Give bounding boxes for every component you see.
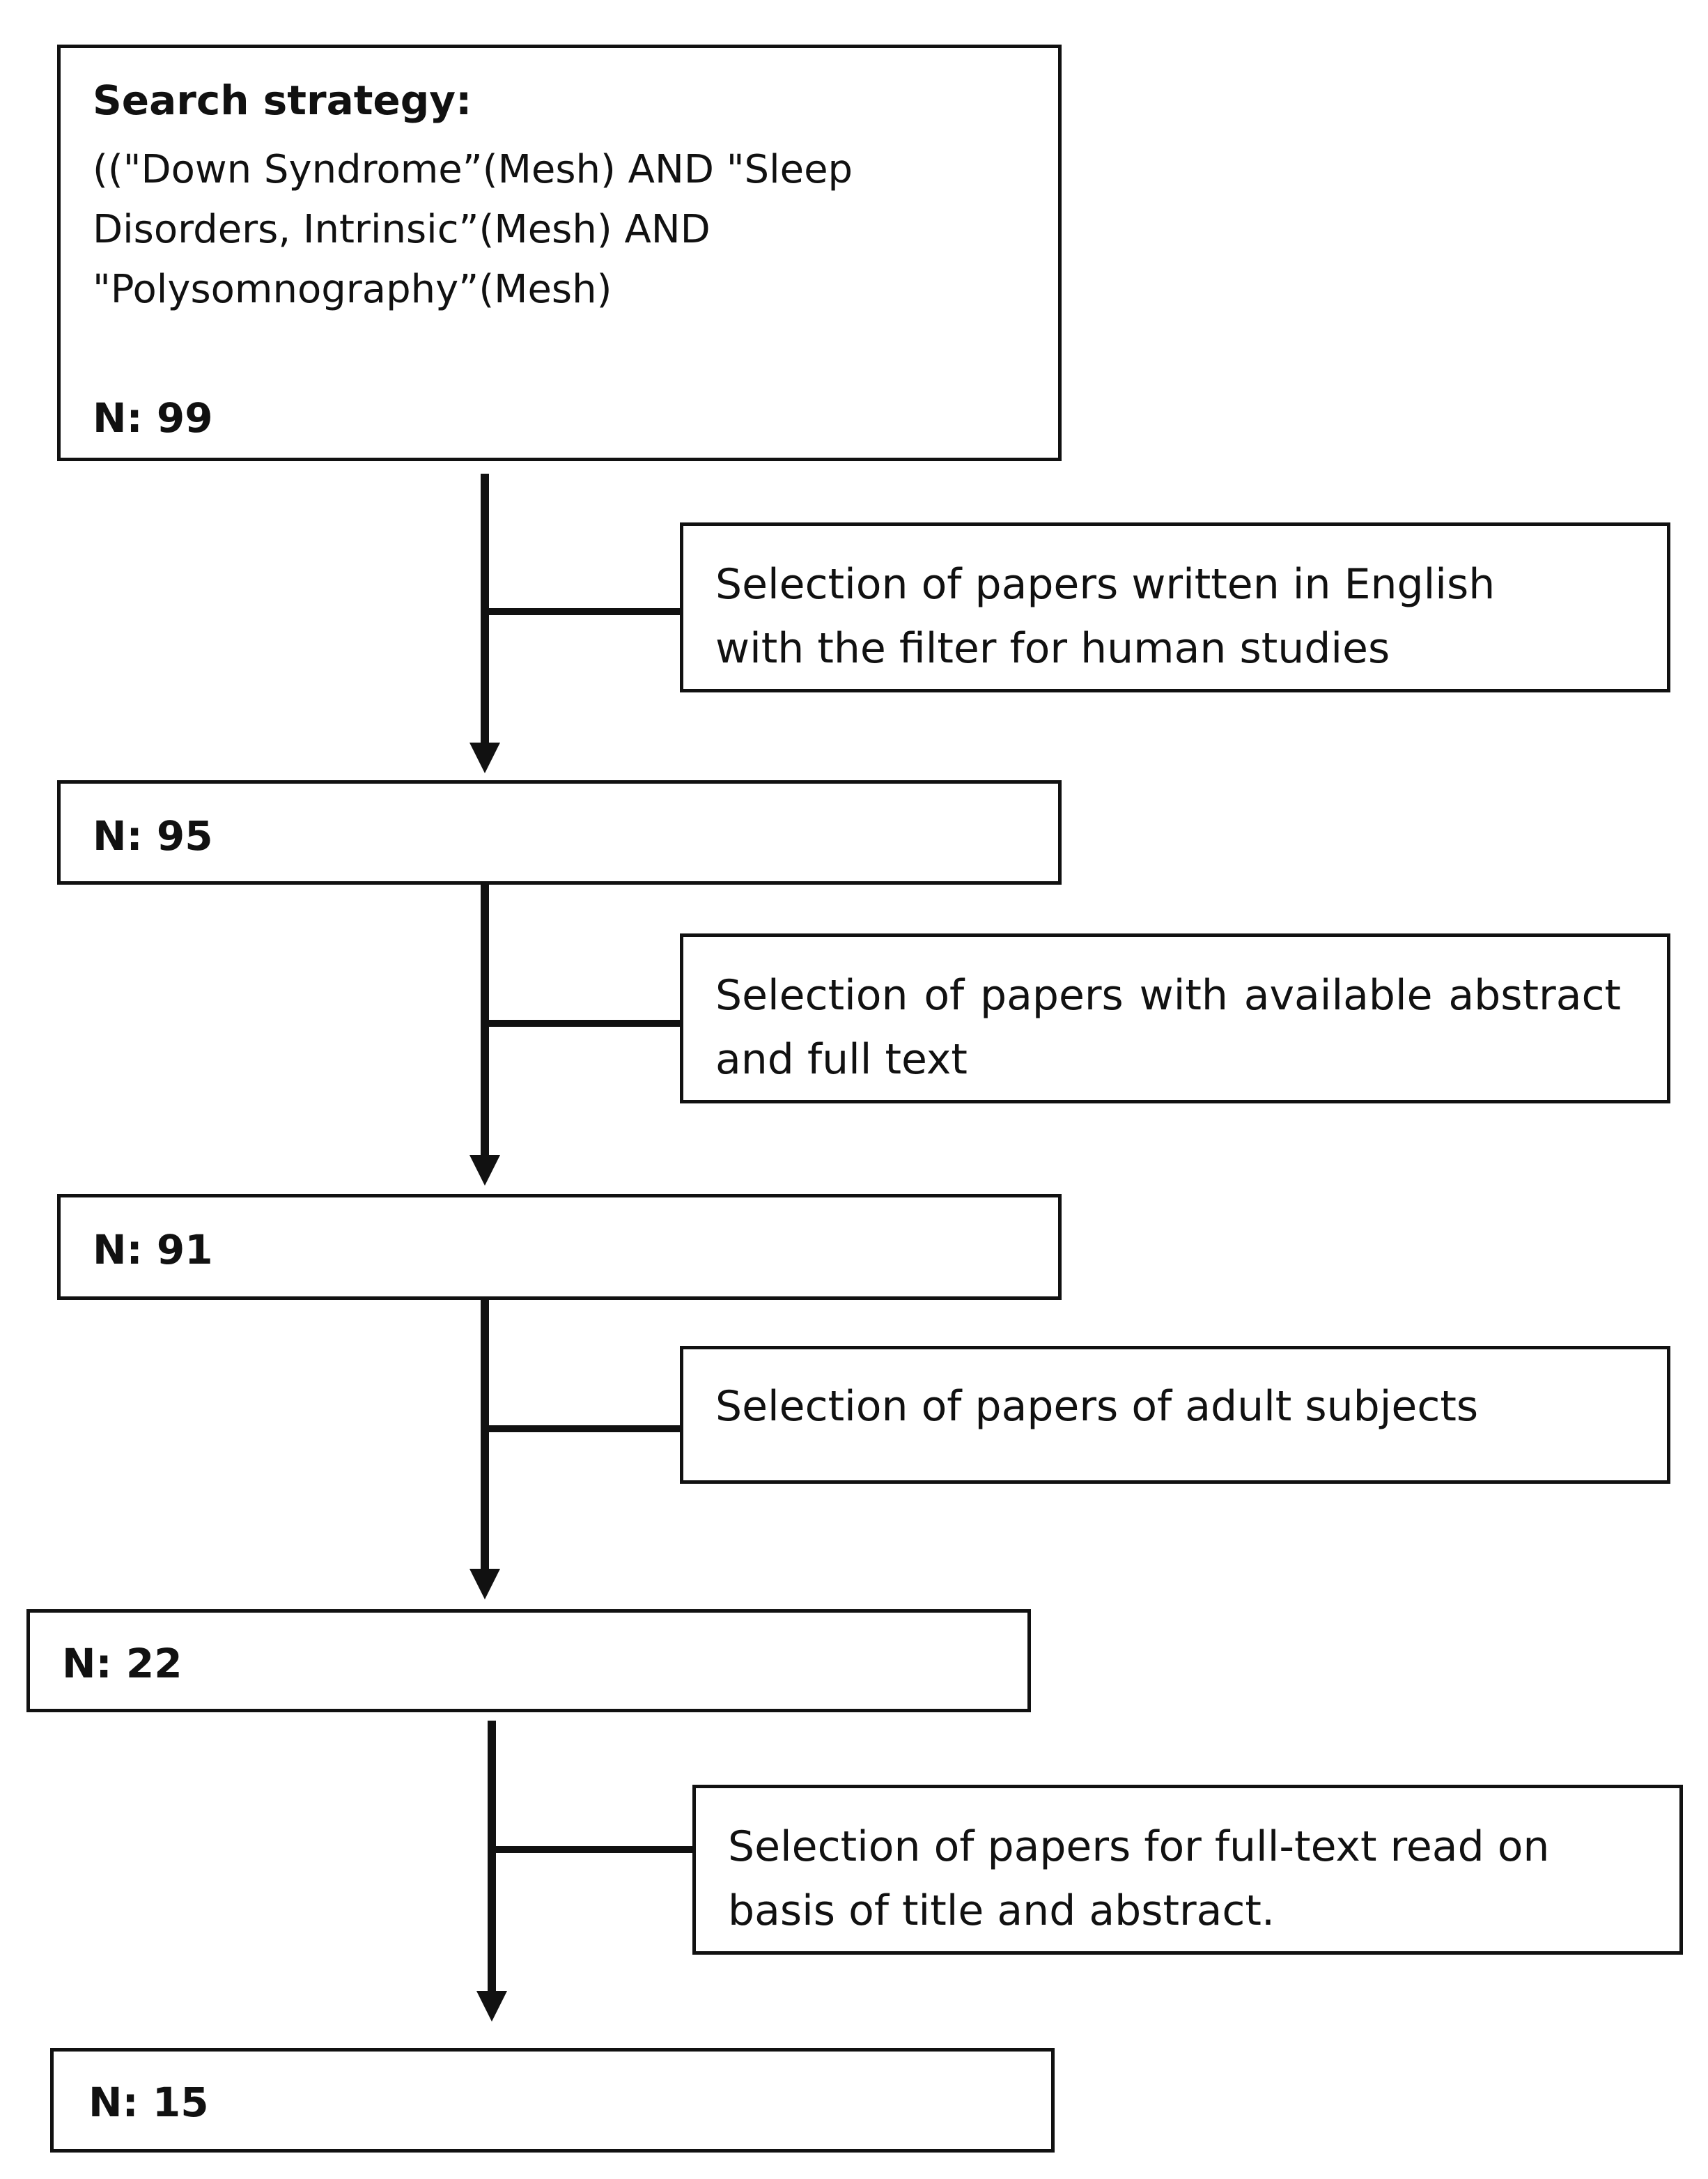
flow-arrow-4-head [476, 1991, 507, 2022]
flow-arrow-2-head [469, 1155, 500, 1186]
flow-arrow-3-head [469, 1569, 500, 1599]
filter-step-3-label: Selection of papers of adult subjects [715, 1382, 1479, 1431]
filter-step-4-label: Selection of papers for full-text read o… [728, 1822, 1550, 1935]
flow-arrow-2-branch [485, 1020, 683, 1027]
filter-step-4-box: Selection of papers for full-text read o… [692, 1785, 1683, 1955]
result-box-4: N: 15 [50, 2048, 1055, 2153]
flow-arrow-4-shaft [488, 1721, 496, 2001]
flow-arrow-4-branch [492, 1846, 694, 1853]
result-count-3: N: 22 [62, 1640, 183, 1687]
flow-arrow-1-head [469, 743, 500, 773]
flow-arrow-3-shaft [481, 1300, 489, 1577]
result-count-4: N: 15 [88, 2079, 209, 2126]
filter-step-1-box: Selection of papers written in English w… [680, 522, 1670, 692]
filter-step-3-box: Selection of papers of adult subjects [680, 1346, 1670, 1484]
filter-step-2-box: Selection of papers with available abstr… [680, 933, 1670, 1103]
filter-step-1-label: Selection of papers written in English w… [715, 560, 1496, 673]
search-strategy-box: Search strategy: (("Down Syndrome”(Mesh)… [57, 45, 1062, 461]
flow-arrow-1-branch [485, 608, 683, 615]
result-count-1: N: 95 [93, 812, 213, 860]
search-strategy-title: Search strategy: [93, 77, 472, 124]
result-box-2: N: 91 [57, 1194, 1062, 1300]
search-query: (("Down Syndrome”(Mesh) AND "Sleep Disor… [93, 147, 853, 312]
result-count-2: N: 91 [93, 1226, 213, 1273]
initial-count: N: 99 [93, 394, 213, 442]
result-box-3: N: 22 [26, 1609, 1031, 1712]
flow-arrow-3-branch [485, 1425, 683, 1432]
result-box-1: N: 95 [57, 780, 1062, 885]
filter-step-2-label: Selection of papers with available abstr… [715, 971, 1621, 1084]
